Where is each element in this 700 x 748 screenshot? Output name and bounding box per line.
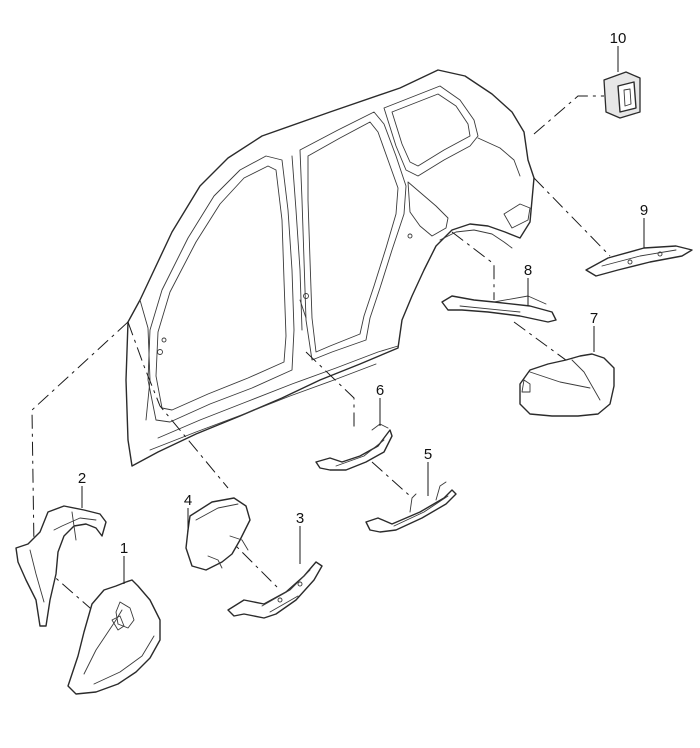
body-side-panel	[125, 69, 535, 467]
part-5-rail	[365, 481, 457, 533]
part-1-trim-panel	[67, 579, 161, 695]
callout-labels: 1 2 3 4 5 6 7 8 9 10	[78, 30, 648, 557]
part-10-clip	[603, 71, 641, 119]
part-2-liner	[15, 505, 107, 627]
callout-2: 2	[78, 470, 86, 487]
callout-8: 8	[524, 262, 532, 279]
callout-10: 10	[610, 30, 627, 47]
part-6-bracket	[315, 423, 393, 471]
part-3-bracket	[227, 561, 323, 619]
callout-3: 3	[296, 510, 304, 527]
callout-6: 6	[376, 382, 384, 399]
callout-4: 4	[184, 492, 192, 509]
part-7-trim-box	[519, 353, 615, 417]
part-4-cover	[185, 497, 251, 571]
callout-7: 7	[590, 310, 598, 327]
callout-5: 5	[424, 446, 432, 463]
part-9-plate	[585, 245, 693, 277]
part-8-strap	[441, 295, 557, 323]
callout-leaders	[81, 46, 645, 584]
callout-1: 1	[120, 540, 128, 557]
callout-9: 9	[640, 202, 648, 219]
